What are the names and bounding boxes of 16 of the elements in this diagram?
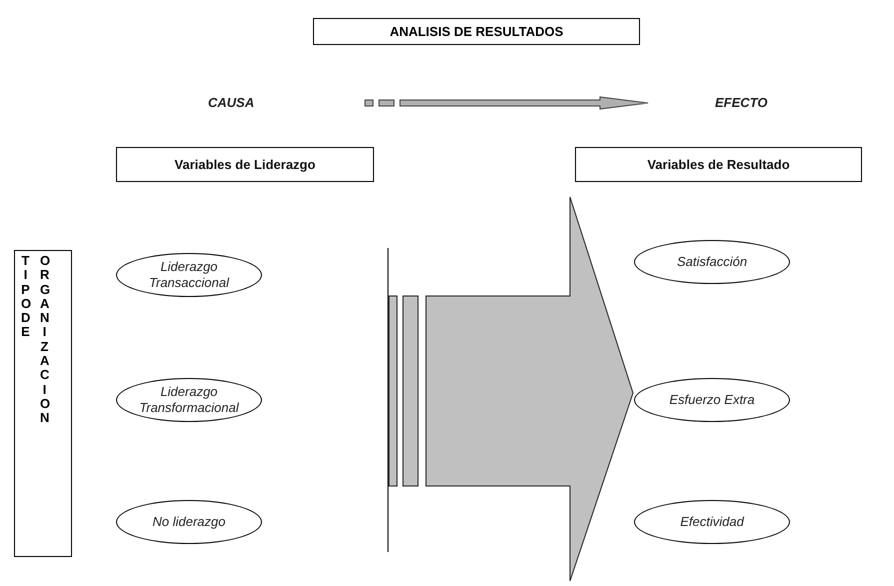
ellipse: No liderazgo — [116, 500, 262, 544]
title-box: ANALISIS DE RESULTADOS — [313, 18, 640, 45]
vertical-label-box — [14, 250, 72, 557]
ellipse: Esfuerzo Extra — [634, 378, 790, 422]
ellipse: Liderazgo Transaccional — [116, 253, 262, 297]
vertical-text: TIPO DE — [21, 254, 30, 342]
header-box: Variables de Liderazgo — [116, 147, 374, 182]
arrow — [364, 96, 648, 110]
ellipse: Efectividad — [634, 500, 790, 544]
header-box: Variables de Resultado — [575, 147, 862, 182]
ellipse: Satisfacción — [634, 240, 790, 284]
cause-effect-label: CAUSA — [200, 92, 365, 114]
block-arrow-drawing — [386, 196, 636, 582]
cause-effect-label: EFECTO — [648, 92, 778, 114]
vertical-text: ORGANIZACION — [40, 254, 49, 428]
ellipse: Liderazgo Transformacional — [116, 378, 262, 422]
